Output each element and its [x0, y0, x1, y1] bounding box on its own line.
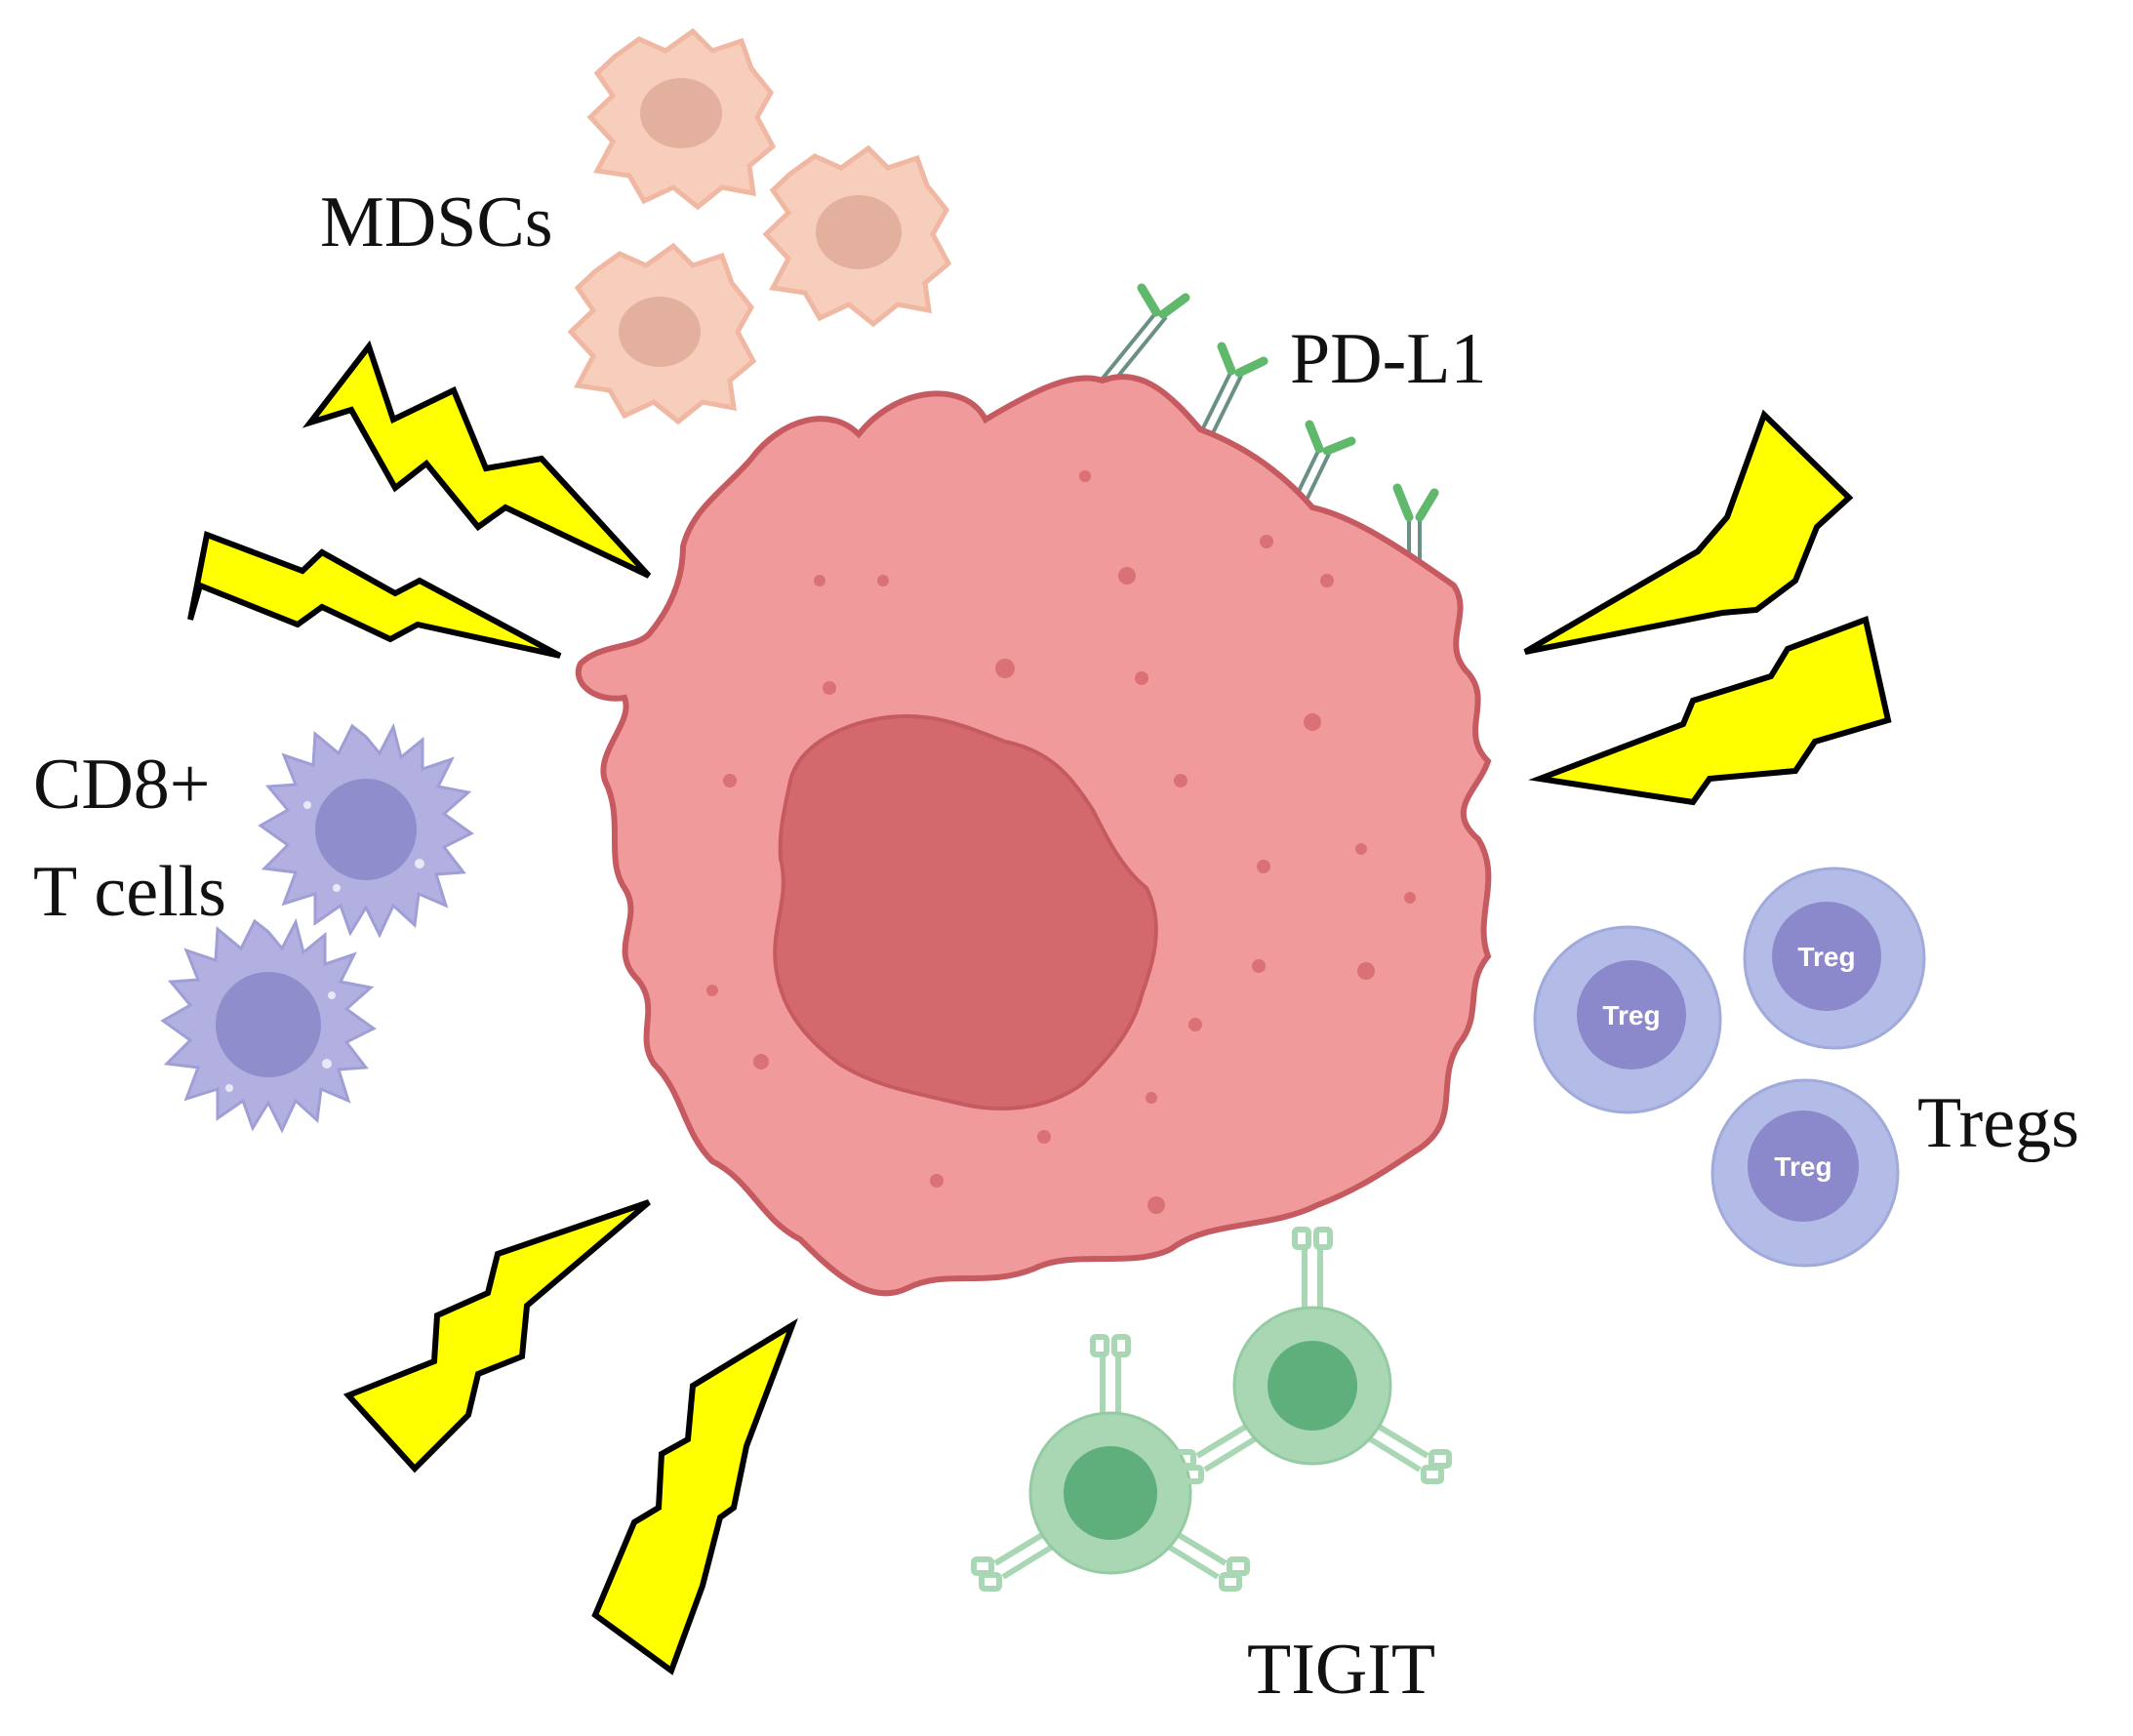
lightning-bolt-icon — [302, 340, 652, 579]
treg-cell-label: Treg — [1774, 1151, 1831, 1182]
lightning-bolt-icon — [1528, 615, 1892, 806]
tigit-cell — [1173, 1227, 1452, 1484]
treg-cell-label: Treg — [1602, 1000, 1660, 1030]
tigit-label: TIGIT — [1247, 1630, 1435, 1710]
tumor-cell — [575, 374, 1492, 1297]
treg-cell: Treg — [1710, 1078, 1900, 1268]
mdscs-label: MDSCs — [320, 182, 553, 262]
tregs-label: Tregs — [1917, 1083, 2079, 1163]
cd8-t-cell — [259, 724, 473, 937]
treg-cell: Treg — [1533, 925, 1722, 1114]
lightning-bolt-icon — [1523, 409, 1854, 655]
treg-cell: Treg — [1743, 867, 1926, 1050]
lightning-bolt-icon — [591, 1317, 798, 1675]
cd8-t-cell — [161, 919, 376, 1132]
treg-cell-label: Treg — [1797, 942, 1855, 972]
mdsc-cell — [766, 148, 948, 324]
pdl1-label: PD-L1 — [1290, 319, 1486, 399]
cd8-label-line1: CD8+ — [33, 745, 211, 825]
lightning-bolt-icon — [342, 1199, 651, 1474]
mdsc-cell — [571, 246, 753, 422]
lightning-bolt-icon — [187, 530, 562, 659]
tigit-cell — [971, 1334, 1250, 1592]
cd8-label-line2: T cells — [33, 852, 226, 932]
mdsc-cell — [590, 31, 773, 207]
